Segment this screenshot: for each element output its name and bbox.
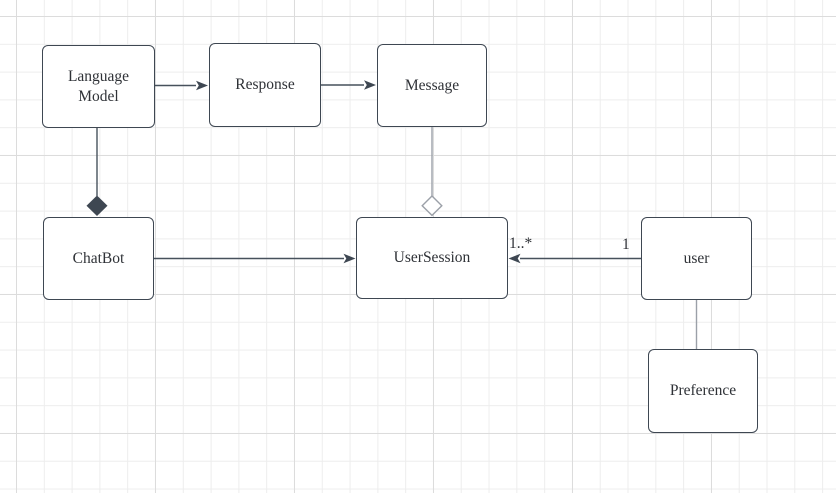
node-preference[interactable]: Preference xyxy=(648,349,758,433)
node-user[interactable]: user xyxy=(641,217,752,300)
edge-language-model-chatbot[interactable] xyxy=(86,128,108,216)
hollow-diamond-icon xyxy=(421,195,443,217)
edge-language-model-response[interactable] xyxy=(155,80,208,91)
arrowhead-icon xyxy=(508,253,521,264)
node-user-session[interactable]: UserSession xyxy=(356,217,508,299)
node-label: UserSession xyxy=(393,249,471,267)
edge-response-message[interactable] xyxy=(321,80,376,90)
node-message[interactable]: Message xyxy=(377,44,487,127)
node-label: Response xyxy=(235,76,295,94)
node-label: ChatBot xyxy=(72,249,125,267)
multiplicity-label-source[interactable]: 1 xyxy=(622,236,630,253)
filled-diamond-icon xyxy=(86,195,108,216)
multiplicity-label-target[interactable]: 1..* xyxy=(509,235,533,252)
node-response[interactable]: Response xyxy=(209,43,321,127)
arrowhead-icon xyxy=(343,253,356,264)
arrowhead-icon xyxy=(196,80,208,91)
node-label: Preference xyxy=(669,382,737,400)
edge-chatbot-usersession[interactable] xyxy=(154,253,356,264)
node-language-model[interactable]: Language Model xyxy=(42,45,155,128)
node-label: user xyxy=(683,249,710,267)
node-chatbot[interactable]: ChatBot xyxy=(43,217,154,300)
edge-message-usersession[interactable] xyxy=(421,127,443,217)
node-label: Language Model xyxy=(67,68,130,105)
edge-user-usersession[interactable] xyxy=(508,253,642,264)
node-label: Message xyxy=(404,76,460,94)
arrowhead-icon xyxy=(364,80,376,90)
